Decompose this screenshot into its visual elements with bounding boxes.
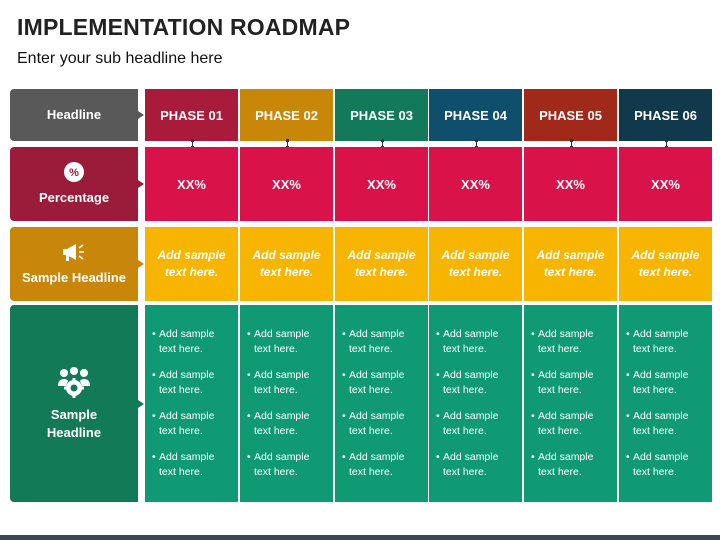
list-item: Add sample text here. [531, 450, 600, 480]
list-item: Add sample text here. [626, 327, 695, 357]
phase-header-3: PHASE 03 [335, 89, 428, 141]
list-item: Add sample text here. [626, 409, 695, 439]
headline-label-text: Headline [46, 107, 102, 122]
bullet-list: Add sample text here. Add sample text her… [626, 327, 712, 480]
list-item: Add sample text here. [436, 450, 505, 480]
phase-connector-2 [287, 141, 288, 147]
connector-dot [191, 139, 194, 142]
sample-text-cell-5: Add sample text here. [524, 227, 617, 301]
list-item: Add sample text here. [152, 327, 221, 357]
sample-headline-1-text: Sample Headline [21, 270, 127, 285]
percentage-cell-2: XX% [240, 147, 333, 221]
bullet-list-cell-5: Add sample text here. Add sample text her… [524, 305, 617, 502]
percentage-arrow-icon [138, 180, 144, 188]
page-title: IMPLEMENTATION ROADMAP [17, 14, 351, 40]
bullet-list-cell-4: Add sample text here. Add sample text her… [429, 305, 522, 502]
bullet-list: Add sample text here. Add sample text her… [152, 327, 238, 480]
phase-connector-6 [666, 141, 667, 147]
sample-headline-1-arrow-icon [138, 260, 144, 268]
bullet-list: Add sample text here. Add sample text her… [531, 327, 617, 480]
list-item: Add sample text here. [152, 409, 221, 439]
list-item: Add sample text here. [436, 327, 505, 357]
list-item: Add sample text here. [342, 368, 411, 398]
bullet-list-cell-3: Add sample text here. Add sample text her… [335, 305, 428, 502]
bullet-list: Add sample text here. Add sample text her… [342, 327, 428, 480]
sample-text-cell-2: Add sample text here. [240, 227, 333, 301]
list-item: Add sample text here. [531, 368, 600, 398]
phase-connector-5 [571, 141, 572, 147]
list-item: Add sample text here. [247, 368, 316, 398]
headline-label: Headline [10, 89, 144, 141]
connector-dot [475, 139, 478, 142]
connector-dot [570, 139, 573, 142]
list-item: Add sample text here. [626, 450, 695, 480]
phase-header-2: PHASE 02 [240, 89, 333, 141]
percentage-cell-4: XX% [429, 147, 522, 221]
sample-text-cell-4: Add sample text here. [429, 227, 522, 301]
list-item: Add sample text here. [247, 409, 316, 439]
percentage-label: % Percentage [10, 147, 144, 221]
phase-header-6: PHASE 06 [619, 89, 712, 141]
connector-dot [381, 139, 384, 142]
list-item: Add sample text here. [152, 368, 221, 398]
list-item: Add sample text here. [342, 409, 411, 439]
team-gear-icon [58, 366, 90, 398]
percentage-cell-5: XX% [524, 147, 617, 221]
list-item: Add sample text here. [342, 450, 411, 480]
connector-dot [286, 139, 289, 142]
list-item: Add sample text here. [626, 368, 695, 398]
bullet-list-cell-1: Add sample text here. Add sample text her… [145, 305, 238, 502]
sample-text-cell-1: Add sample text here. [145, 227, 238, 301]
bottom-bar [0, 535, 720, 540]
bullet-list: Add sample text here. Add sample text her… [247, 327, 333, 480]
list-item: Add sample text here. [436, 368, 505, 398]
percentage-cell-3: XX% [335, 147, 428, 221]
list-item: Add sample text here. [247, 450, 316, 480]
percentage-cell-1: XX% [145, 147, 238, 221]
phase-connector-3 [382, 141, 383, 147]
sample-headline-2-arrow-icon [138, 399, 144, 408]
percentage-cell-6: XX% [619, 147, 712, 221]
sample-headline-2-label: Sample Headline [10, 305, 144, 502]
connector-dot [665, 139, 668, 142]
svg-text:%: % [69, 167, 79, 179]
phase-header-4: PHASE 04 [429, 89, 522, 141]
megaphone-icon [63, 244, 84, 261]
percentage-label-text: Percentage [38, 190, 110, 205]
bullet-list-cell-6: Add sample text here. Add sample text her… [619, 305, 712, 502]
list-item: Add sample text here. [531, 409, 600, 439]
bullet-list-cell-2: Add sample text here. Add sample text her… [240, 305, 333, 502]
list-item: Add sample text here. [436, 409, 505, 439]
phase-connector-4 [476, 141, 477, 147]
list-item: Add sample text here. [342, 327, 411, 357]
headline-arrow-icon [138, 111, 144, 119]
sample-text-cell-6: Add sample text here. [619, 227, 712, 301]
sample-headline-1-label: Sample Headline [10, 227, 144, 301]
list-item: Add sample text here. [152, 450, 221, 480]
phase-header-1: PHASE 01 [145, 89, 238, 141]
page-subtitle: Enter your sub headline here [17, 50, 223, 67]
phase-connector-1 [192, 141, 193, 147]
sample-headline-2-text: Sample Headline [46, 406, 102, 440]
list-item: Add sample text here. [531, 327, 600, 357]
percent-badge-icon: % [64, 162, 84, 182]
bullet-list: Add sample text here. Add sample text her… [436, 327, 522, 480]
list-item: Add sample text here. [247, 327, 316, 357]
sample-text-cell-3: Add sample text here. [335, 227, 428, 301]
phase-header-5: PHASE 05 [524, 89, 617, 141]
